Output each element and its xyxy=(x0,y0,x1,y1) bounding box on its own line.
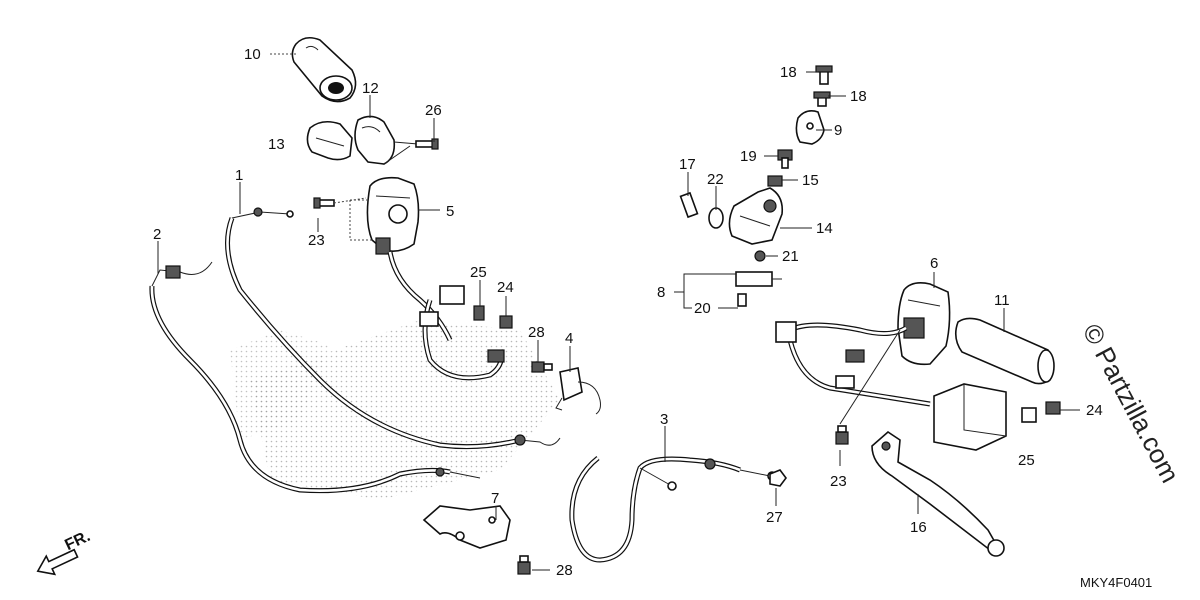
callout-3: 3 xyxy=(660,411,668,428)
right-handlebar-switch xyxy=(897,282,951,366)
harness-connector xyxy=(845,349,865,363)
nut xyxy=(754,250,766,262)
clip xyxy=(499,315,513,329)
bolt xyxy=(517,555,531,575)
callout-27: 27 xyxy=(766,509,783,526)
callout-14: 14 xyxy=(816,220,833,237)
callout-19: 19 xyxy=(740,148,757,165)
screw xyxy=(767,175,783,187)
callout-6: 6 xyxy=(930,255,938,272)
callout-23: 23 xyxy=(308,232,325,249)
master-cylinder-clamp xyxy=(795,110,825,145)
diagram-code: MKY4F0401 xyxy=(1080,575,1152,590)
callout-1: 1 xyxy=(235,167,243,184)
shaded-region xyxy=(230,330,330,440)
harness-connector xyxy=(439,285,465,305)
washer xyxy=(708,207,724,229)
screw xyxy=(813,91,831,107)
callout-10: 10 xyxy=(244,46,261,63)
harness-connector xyxy=(487,349,505,363)
screw xyxy=(777,149,793,169)
callout-7: 7 xyxy=(491,490,499,507)
clip xyxy=(473,305,485,321)
callout-22: 22 xyxy=(707,171,724,188)
screw xyxy=(815,65,833,85)
switch-unit-box xyxy=(933,383,1007,451)
clip xyxy=(1045,401,1061,415)
throttle-housing-lower xyxy=(306,120,353,161)
leader-lines xyxy=(157,53,1080,571)
callout-24: 24 xyxy=(1086,402,1103,419)
callout-21: 21 xyxy=(782,248,799,265)
harness-connector xyxy=(775,321,797,343)
callout-5: 5 xyxy=(446,203,454,220)
callout-23: 23 xyxy=(830,473,847,490)
callout-17: 17 xyxy=(679,156,696,173)
callout-28: 28 xyxy=(528,324,545,341)
screw xyxy=(415,138,439,150)
callout-25: 25 xyxy=(1018,452,1035,469)
callout-28: 28 xyxy=(556,562,573,579)
callout-13: 13 xyxy=(268,136,285,153)
callout-9: 9 xyxy=(834,122,842,139)
callout-11: 11 xyxy=(994,292,1010,309)
clip xyxy=(1021,407,1037,423)
callout-18: 18 xyxy=(850,88,867,105)
callout-20: 20 xyxy=(694,300,711,317)
callout-2: 2 xyxy=(153,226,161,243)
brake-lever xyxy=(871,430,1005,557)
lever-holder xyxy=(728,187,784,245)
front-direction-arrow: FR. xyxy=(36,528,93,576)
harness-clamp xyxy=(835,375,855,389)
callout-24: 24 xyxy=(497,279,514,296)
clutch-switch xyxy=(555,367,601,415)
shaded-region xyxy=(250,320,560,500)
callout-16: 16 xyxy=(910,519,927,536)
callout-12: 12 xyxy=(362,80,379,97)
left-handlebar-switch xyxy=(366,176,420,255)
throttle-housing-upper xyxy=(354,115,396,165)
callout-18: 18 xyxy=(780,64,797,81)
front-direction-label: FR. xyxy=(62,528,93,554)
callout-26: 26 xyxy=(425,102,442,119)
right-grip xyxy=(954,317,1055,385)
bolt xyxy=(531,361,553,373)
cable-bracket xyxy=(422,505,511,549)
harness-clamp xyxy=(419,311,439,327)
callout-4: 4 xyxy=(565,330,573,347)
screw xyxy=(313,197,335,209)
bolt xyxy=(835,425,849,445)
callout-25: 25 xyxy=(470,264,487,281)
throttle-grip xyxy=(291,36,357,103)
callout-15: 15 xyxy=(802,172,819,189)
callout-8: 8 xyxy=(657,284,665,301)
clutch-switch-right xyxy=(735,271,782,307)
callout-labels: 10 12 26 13 1 5 23 2 25 24 28 4 3 7 28 1… xyxy=(153,46,1103,579)
nut xyxy=(769,469,787,487)
pivot-bolt xyxy=(679,191,699,219)
